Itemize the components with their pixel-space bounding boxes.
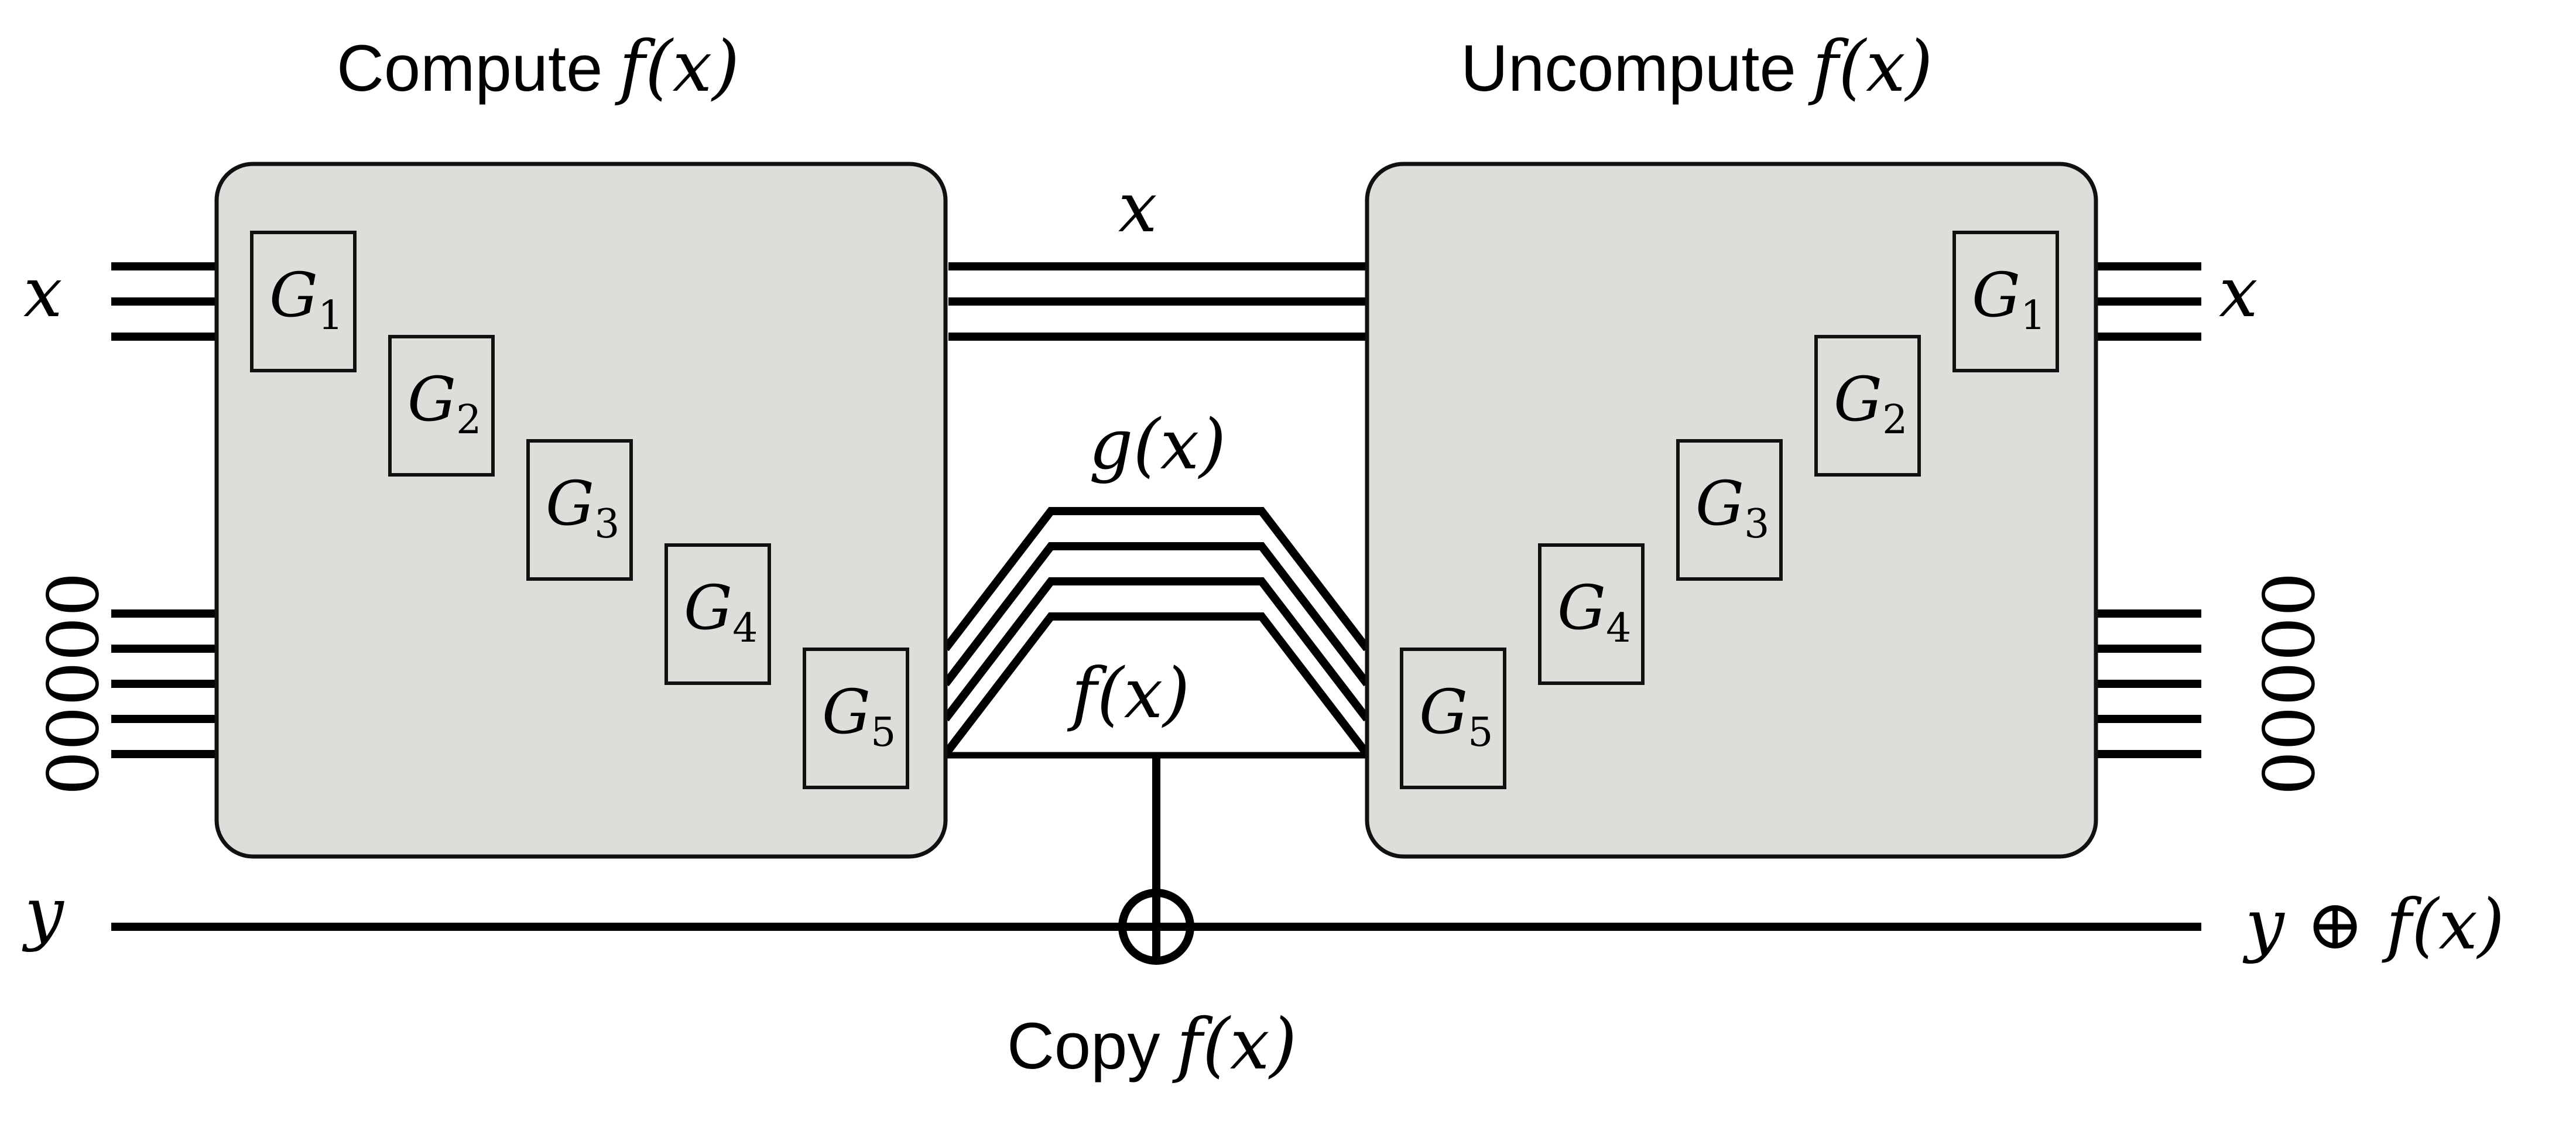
compute-gate-g3 — [526, 439, 633, 581]
uncompute-gate-g1 — [1952, 231, 2059, 372]
compute-gate-g1-label: G1 — [269, 259, 343, 339]
compute-gate-g2 — [388, 335, 495, 477]
x-input-label: x — [23, 252, 63, 333]
compute-gate-g2-label: G2 — [407, 364, 481, 443]
uncompute-gate-g4-label: G4 — [1557, 572, 1631, 652]
compute-gate-g5 — [803, 648, 909, 789]
cnot-gate — [1118, 755, 1194, 965]
ancilla-output-label: 00000 — [2246, 572, 2327, 796]
ancilla-input-wires — [111, 609, 217, 758]
garbage-wires — [942, 507, 1371, 757]
garbage-label: g(x) — [1089, 404, 1226, 485]
compute-gate-g3-label: G3 — [546, 468, 619, 547]
compute-gate-g1 — [250, 231, 357, 372]
uncompute-gate-g2 — [1814, 335, 1921, 477]
x-input-wires — [111, 262, 217, 341]
y-output-label: y ⊕ f(x) — [2242, 884, 2505, 965]
x-middle-label: x — [1118, 167, 1157, 248]
uncompute-gate-g3-label: G3 — [1695, 468, 1769, 547]
x-output-wires — [2096, 262, 2201, 341]
compute-gate-g5-label: G5 — [822, 676, 896, 756]
uncompute-gate-g4 — [1538, 543, 1645, 685]
compute-gate-g4 — [664, 543, 771, 685]
x-middle-wires — [948, 262, 1367, 341]
uncompute-gate-g2-label: G2 — [1834, 364, 1907, 443]
uncompute-gate-g5-label: G5 — [1419, 676, 1493, 756]
compute-gate-g4-label: G4 — [684, 572, 758, 652]
uncompute-gate-g1-label: G1 — [1972, 259, 2046, 339]
result-label: f(x) — [1067, 653, 1190, 734]
ancilla-output-wires — [2096, 609, 2201, 758]
ancilla-input-label: 00000 — [30, 572, 111, 796]
y-input-label: y — [22, 872, 64, 953]
uncompute-gate-g3 — [1676, 439, 1783, 581]
compute-gates: G1 G2 G3 G4 G5 — [250, 231, 909, 789]
x-output-label: x — [2219, 252, 2258, 333]
uncompute-gates: G1 G2 G3 G4 G5 — [1400, 231, 2059, 789]
uncompute-gate-g5 — [1400, 648, 1506, 789]
